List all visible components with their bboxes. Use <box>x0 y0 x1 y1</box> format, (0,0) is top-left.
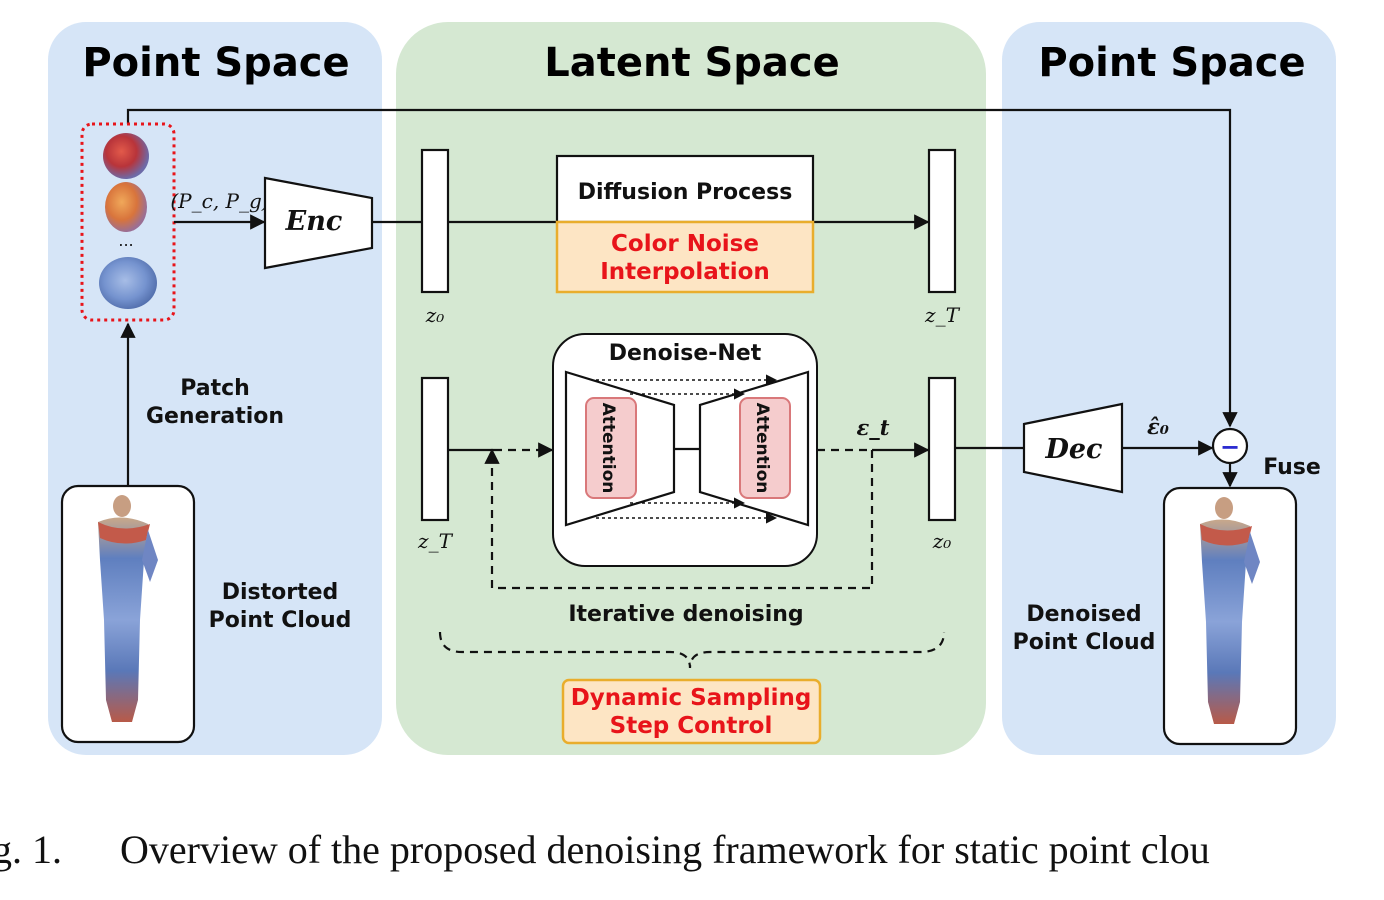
figure-number: g. 1. <box>0 827 62 872</box>
dynamic-sampling-box <box>561 678 822 745</box>
middle-panel-title: Latent Space <box>544 40 840 86</box>
attention-block-right <box>739 397 791 499</box>
z0-top-vector <box>420 148 450 294</box>
eps-hat-label: ε̂₀ <box>1147 414 1169 439</box>
dynamic-sampling-label-line1: Dynamic Sampling <box>571 685 812 711</box>
fuse-label: Fuse <box>1263 455 1321 480</box>
zT-top-label: z_T <box>924 303 961 327</box>
distorted-label-line2: Point Cloud <box>209 608 352 633</box>
distorted-label-line1: Distorted <box>222 580 339 605</box>
encoder-block <box>263 176 374 270</box>
attention-block-left <box>585 397 637 499</box>
iterative-denoising-label: Iterative denoising <box>568 602 803 627</box>
denoise-net-label: Denoise-Net <box>609 341 762 366</box>
figure-caption: g. 1. Overview of the proposed denoising… <box>0 820 1384 880</box>
attention-label-left: Attention <box>598 403 618 494</box>
left-panel-title: Point Space <box>82 40 349 86</box>
z0-bottom-vector <box>927 376 957 522</box>
patch-ellipsis: ... <box>118 231 133 250</box>
minus-icon: − <box>1220 433 1240 461</box>
right-panel-title: Point Space <box>1038 40 1305 86</box>
decoder-block <box>1022 402 1124 494</box>
diffusion-process-label: Diffusion Process <box>578 180 793 205</box>
patch-ball-orange-icon <box>105 182 147 232</box>
patch-ball-blue-icon <box>99 257 157 309</box>
patch-ball-red-icon <box>103 133 149 179</box>
z0-top-label: z₀ <box>425 303 445 327</box>
epsilon-t-label: ε_t <box>857 415 890 440</box>
patch-generation-line1: Patch <box>180 376 250 401</box>
denoised-figure-icon <box>1200 497 1260 724</box>
framework-diagram: Point Space Latent Space Point Space ...… <box>48 22 1336 755</box>
patch-pair-label: (P_c, P_g) <box>170 189 269 213</box>
patch-generation-line2: Generation <box>146 404 284 429</box>
dynamic-sampling-label-line2: Step Control <box>610 713 773 739</box>
sampling-brace <box>438 631 946 669</box>
zT-top-vector <box>927 148 957 294</box>
diffusion-process-box <box>555 154 815 224</box>
encoder-label: Enc <box>285 206 343 237</box>
color-noise-label-line2: Interpolation <box>600 259 770 285</box>
denoised-label-line1: Denoised <box>1026 602 1141 627</box>
attention-label-right: Attention <box>752 403 772 494</box>
color-noise-box <box>555 220 815 294</box>
figure-caption-text: Overview of the proposed denoising frame… <box>120 827 1210 872</box>
bypass-arrow <box>126 108 1238 428</box>
zT-bottom-label: z_T <box>417 529 454 553</box>
distorted-figure-icon <box>98 495 158 722</box>
color-noise-label-line1: Color Noise <box>611 231 759 257</box>
z0-bottom-label: z₀ <box>932 529 952 553</box>
zT-bottom-vector <box>420 376 450 522</box>
iterative-loop-path <box>484 448 874 590</box>
denoised-label-line2: Point Cloud <box>1013 630 1156 655</box>
decoder-label: Dec <box>1044 434 1102 465</box>
